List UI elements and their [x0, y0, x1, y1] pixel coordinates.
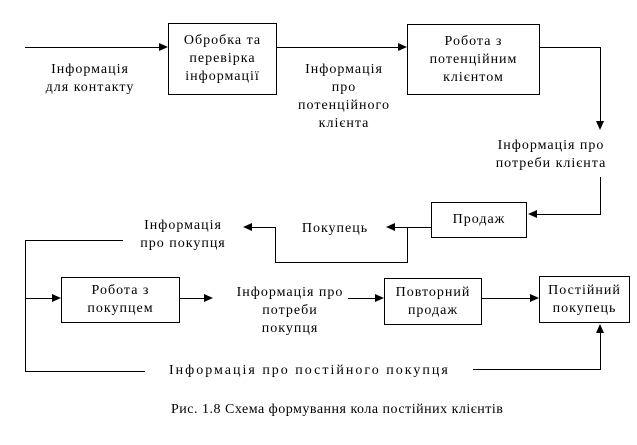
arrowhead-right-8: [204, 294, 213, 302]
connector-line-11: [25, 240, 123, 241]
connector-line-7: [407, 227, 408, 263]
connector-line-18: [348, 298, 375, 299]
connector-line-15: [473, 369, 601, 370]
arrowhead-right-1: [398, 43, 407, 51]
connector-line-12: [25, 240, 26, 372]
connector-line-10: [252, 227, 276, 228]
arrowhead-left-4: [386, 223, 395, 231]
connector-line-6: [395, 227, 432, 228]
label-info-for-contact: Інформація для контакту: [45, 62, 135, 95]
connector-line-13: [25, 298, 52, 299]
arrowhead-left-3: [528, 210, 537, 218]
connector-line-3: [600, 47, 601, 121]
arrowhead-right-0: [159, 43, 168, 51]
label-info-buyer-needs: Інформація про потреби покупця: [236, 285, 344, 336]
connector-line-19: [482, 298, 530, 299]
connector-line-2: [540, 47, 601, 48]
label-buyer: Покупець: [301, 221, 369, 236]
label-info-client-needs: Інформація про потреби клієнта: [495, 138, 607, 171]
box-sale: Продаж: [431, 202, 527, 238]
arrowhead-right-6: [52, 294, 61, 302]
figure-caption: Рис. 1.8 Схема формування кола постійних…: [171, 402, 504, 417]
arrowhead-right-9: [375, 294, 384, 302]
connector-line-9: [275, 227, 276, 263]
box-work-with-potential-client: Робота з потенційним клієнтом: [407, 24, 540, 95]
connector-line-4: [600, 177, 601, 215]
connector-line-14: [25, 371, 145, 372]
arrowhead-down-2: [596, 121, 604, 130]
connector-line-1: [277, 47, 398, 48]
connector-line-8: [275, 262, 408, 263]
connector-line-17: [180, 298, 204, 299]
connector-line-5: [537, 214, 601, 215]
label-info-permanent-buyer: Інформація про постійного покупця: [169, 363, 450, 378]
box-process-and-verify-info: Обробка та перевірка інформації: [168, 23, 277, 95]
label-info-about-buyer: Інформація про покупця: [140, 218, 226, 251]
arrowhead-left-5: [243, 223, 252, 231]
label-info-about-potential-client: Інформація про потенційного клієнта: [298, 62, 390, 131]
connector-line-0: [25, 47, 159, 48]
arrowhead-up-7: [596, 324, 604, 333]
connector-line-16: [600, 333, 601, 370]
box-permanent-buyer: Постійний покупець: [539, 276, 630, 323]
box-repeat-sale: Повторний продаж: [384, 278, 482, 325]
arrowhead-right-10: [530, 294, 539, 302]
box-work-with-buyer: Робота з покупцем: [61, 277, 180, 323]
